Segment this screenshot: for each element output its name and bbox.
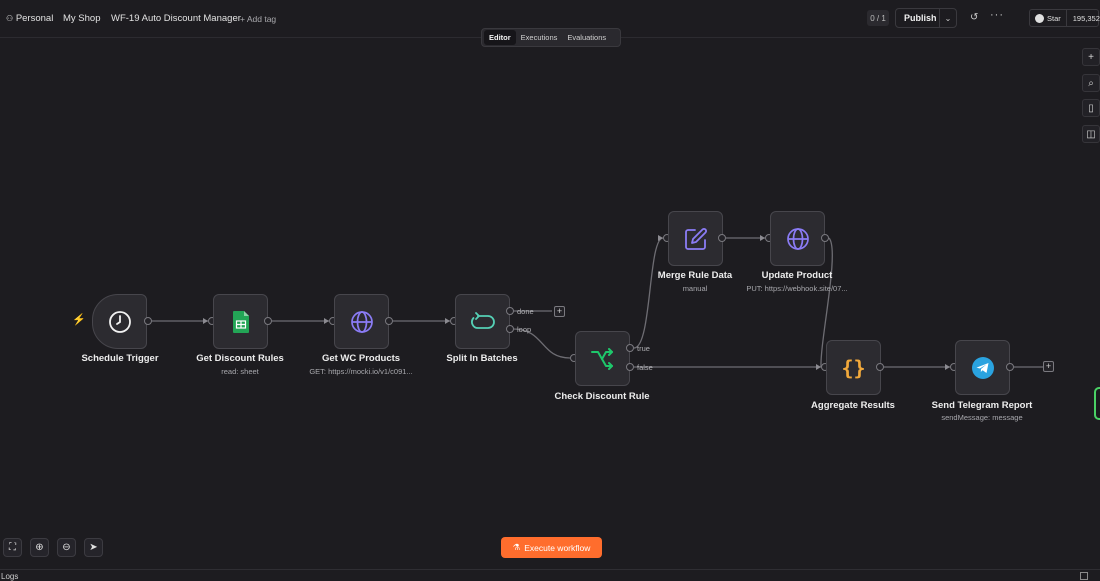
panel-icon: ◫ — [1086, 128, 1096, 140]
node-label: Send Telegram Report — [931, 400, 1033, 411]
output-port[interactable] — [821, 234, 829, 242]
output-port-done[interactable] — [506, 307, 514, 315]
fit-view-icon: ⛶ — [9, 542, 16, 553]
port-label-true: true — [637, 344, 650, 353]
code-braces-icon: {} — [841, 355, 866, 380]
node-label: Check Discount Rule — [554, 391, 650, 402]
node-label: Update Product — [761, 270, 833, 281]
wire-loop-check — [512, 328, 571, 359]
history-icon[interactable]: ↺ — [970, 12, 979, 23]
github-icon — [1035, 13, 1044, 23]
cursor-icon: ➤ — [89, 542, 98, 553]
node-subtitle: GET: https://mocki.io/v1/c091... — [309, 367, 413, 376]
pointer-mode-button[interactable]: ➤ — [84, 538, 103, 557]
output-port-false[interactable] — [626, 363, 634, 371]
output-port-true[interactable] — [626, 344, 634, 352]
plus-icon: + — [1088, 51, 1094, 63]
wire-true-merge — [633, 237, 664, 349]
edit-icon — [684, 227, 707, 250]
output-port-loop[interactable] — [506, 325, 514, 333]
tab-evaluations[interactable]: Evaluations — [567, 33, 607, 42]
node-update-product[interactable] — [770, 211, 825, 266]
breadcrumb-personal[interactable]: ⚇ Personal — [6, 13, 54, 24]
node-subtitle: read: sheet — [221, 367, 259, 376]
node-check-discount-rule[interactable] — [575, 331, 630, 386]
node-get-wc-products[interactable] — [334, 294, 389, 349]
github-star: Star — [1030, 10, 1067, 26]
output-port[interactable] — [718, 234, 726, 242]
port-label-loop: loop — [517, 325, 532, 334]
search-icon: ⌕ — [1088, 77, 1094, 89]
wire-update-aggregate — [820, 237, 833, 368]
google-sheets-icon — [232, 310, 249, 333]
node-subtitle: sendMessage: message — [941, 413, 1023, 422]
workflow-title[interactable]: WF-19 Auto Discount Manager — [111, 13, 241, 24]
zoom-out-button[interactable]: ⊖ — [57, 538, 76, 557]
output-port[interactable] — [876, 363, 884, 371]
node-subtitle: PUT: https://webhook.site/07... — [746, 284, 848, 293]
expand-logs-icon[interactable] — [1080, 572, 1088, 580]
zoom-to-fit-button[interactable]: ⛶ — [3, 538, 22, 557]
node-label: Aggregate Results — [811, 400, 895, 411]
zoom-in-button[interactable]: ⊕ — [30, 538, 49, 557]
trigger-bolt-icon: ⚡ — [72, 314, 86, 326]
more-options-icon[interactable]: ··· — [990, 9, 1004, 21]
publish-button-group: Publish ⌄ — [895, 8, 957, 28]
output-port[interactable] — [1006, 363, 1014, 371]
zoom-in-icon: ⊕ — [35, 542, 44, 553]
node-label: Split In Batches — [446, 353, 518, 364]
output-port[interactable] — [144, 317, 152, 325]
node-aggregate-results[interactable]: {} — [826, 340, 881, 395]
add-node-after-done[interactable]: + — [554, 306, 565, 317]
node-get-discount-rules[interactable] — [213, 294, 268, 349]
divider — [939, 9, 941, 27]
logs-panel[interactable]: Logs — [0, 569, 1100, 581]
node-schedule-trigger[interactable] — [92, 294, 147, 349]
breadcrumb-shop[interactable]: My Shop — [63, 13, 101, 24]
flask-icon: ⚗ — [512, 542, 521, 552]
node-label: Get WC Products — [321, 353, 401, 364]
github-star-button[interactable]: Star 195,352 — [1029, 9, 1100, 27]
if-branch-icon — [590, 347, 613, 370]
publish-button[interactable]: Publish — [904, 13, 937, 23]
github-star-count: 195,352 — [1072, 13, 1100, 23]
node-label: Get Discount Rules — [196, 353, 284, 364]
search-nodes-button[interactable]: ⌕ — [1082, 74, 1100, 92]
execute-workflow-button[interactable]: ⚗ Execute workflow — [501, 537, 602, 558]
loop-icon — [470, 311, 495, 329]
node-subtitle: manual — [682, 284, 708, 293]
node-send-telegram-report[interactable] — [955, 340, 1010, 395]
telegram-icon — [971, 356, 994, 379]
user-icon: ⚇ — [6, 14, 14, 23]
node-label: Merge Rule Data — [657, 270, 733, 281]
side-handle[interactable] — [1094, 387, 1100, 420]
output-port[interactable] — [385, 317, 393, 325]
globe-icon — [786, 227, 809, 250]
port-label-done: done — [517, 307, 534, 316]
node-split-in-batches[interactable] — [455, 294, 510, 349]
tab-executions[interactable]: Executions — [520, 33, 558, 42]
add-tag-button[interactable]: + Add tag — [240, 14, 277, 24]
zoom-out-icon: ⊖ — [62, 542, 71, 553]
publish-counter: 0 / 1 — [867, 10, 889, 26]
add-node-after-telegram[interactable]: + — [1043, 361, 1054, 372]
view-tabs: Editor Executions Evaluations — [481, 28, 621, 47]
output-port[interactable] — [264, 317, 272, 325]
node-merge-rule-data[interactable] — [668, 211, 723, 266]
port-label-false: false — [637, 363, 653, 372]
node-label: Schedule Trigger — [81, 353, 159, 364]
clock-icon — [108, 310, 131, 333]
chevron-down-icon[interactable]: ⌄ — [944, 13, 952, 23]
tab-editor[interactable]: Editor — [484, 30, 516, 45]
note-icon: ▯ — [1088, 102, 1094, 114]
globe-icon — [350, 310, 373, 333]
